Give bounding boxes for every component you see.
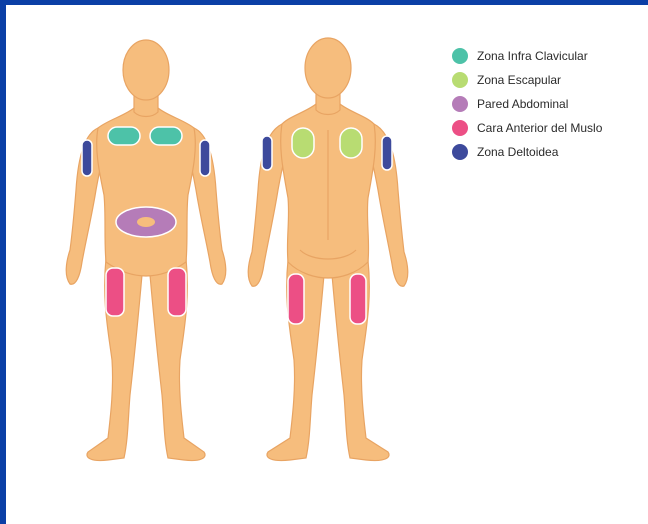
legend-dot-icon: [452, 144, 468, 160]
zone-escapular-right: [340, 128, 362, 158]
legend-dot-icon: [452, 72, 468, 88]
zone-infra-clavicular-left: [108, 127, 140, 145]
legend-dot-icon: [452, 120, 468, 136]
legend-label: Pared Abdominal: [477, 97, 568, 111]
zone-abdominal-navel: [137, 217, 155, 227]
legend-label: Cara Anterior del Muslo: [477, 121, 602, 135]
front-head: [123, 40, 169, 100]
legend-item-muslo: Cara Anterior del Muslo: [452, 120, 602, 136]
zone-deltoidea-front-left: [82, 140, 92, 176]
zone-muslo-back-right: [350, 274, 366, 324]
legend-item-deltoidea: Zona Deltoidea: [452, 144, 602, 160]
legend-label: Zona Escapular: [477, 73, 561, 87]
front-figure: [66, 40, 226, 461]
legend-label: Zona Deltoidea: [477, 145, 558, 159]
zone-deltoidea-front-right: [200, 140, 210, 176]
legend-item-infra-clavicular: Zona Infra Clavicular: [452, 48, 602, 64]
back-figure: [248, 38, 408, 461]
legend-dot-icon: [452, 48, 468, 64]
legend-dot-icon: [452, 96, 468, 112]
zone-muslo-front-right: [168, 268, 186, 316]
zone-deltoidea-back-left: [262, 136, 272, 170]
zone-infra-clavicular-right: [150, 127, 182, 145]
legend: Zona Infra Clavicular Zona Escapular Par…: [452, 48, 602, 160]
legend-item-abdominal: Pared Abdominal: [452, 96, 602, 112]
back-head: [305, 38, 351, 98]
zone-muslo-back-left: [288, 274, 304, 324]
legend-item-escapular: Zona Escapular: [452, 72, 602, 88]
zone-deltoidea-back-right: [382, 136, 392, 170]
legend-label: Zona Infra Clavicular: [477, 49, 588, 63]
zone-escapular-left: [292, 128, 314, 158]
zone-muslo-front-left: [106, 268, 124, 316]
